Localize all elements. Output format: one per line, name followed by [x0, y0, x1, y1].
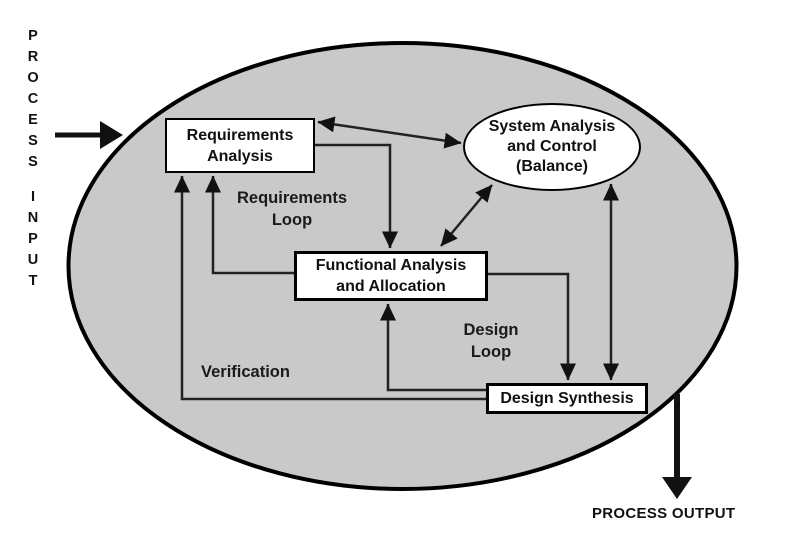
arrow-system-functional-bidirectional: [440, 184, 493, 247]
label-requirements-loop-line1: Requirements: [236, 189, 348, 207]
process-input-letter: S: [28, 154, 38, 170]
process-input-letter: C: [27, 91, 39, 107]
process-input-letter: P: [28, 28, 38, 44]
label-design-loop-line1: Design: [463, 321, 519, 339]
node-system-analysis-control-line2: and Control: [507, 138, 597, 155]
node-functional-analysis-allocation: Functional Analysis and Allocation: [294, 251, 488, 301]
label-design-loop-line2: Loop: [470, 343, 512, 361]
process-input-label: P R O C E S S I N P U T: [22, 26, 44, 292]
label-verification: Verification: [201, 363, 290, 381]
process-input-letter: P: [28, 231, 38, 247]
process-input-letter: U: [27, 252, 39, 268]
process-output-arrowhead-icon: [662, 477, 692, 499]
arrow-verification: [174, 175, 488, 401]
process-input-letter: O: [27, 70, 39, 86]
process-input-letter: I: [30, 189, 36, 205]
label-design-loop: Design Loop: [431, 319, 551, 363]
node-functional-analysis-line1: Functional Analysis: [315, 257, 467, 274]
arrow-design-loop-forward: [486, 272, 576, 381]
arrow-requirements-system-bidirectional: [317, 116, 462, 149]
node-design-synthesis-label: Design Synthesis: [500, 390, 634, 407]
node-system-analysis-control-line3: (Balance): [515, 158, 589, 175]
process-output-label: PROCESS OUTPUT: [592, 505, 736, 522]
node-requirements-analysis: Requirements Analysis: [165, 118, 315, 173]
node-system-analysis-control: System Analysis and Control (Balance): [463, 103, 641, 191]
process-input-letter: S: [28, 133, 38, 149]
node-functional-analysis-line2: and Allocation: [336, 278, 446, 295]
process-input-letter: N: [27, 210, 39, 226]
node-design-synthesis: Design Synthesis: [486, 383, 648, 414]
arrow-design-loop-return: [380, 303, 488, 392]
process-input-letter: T: [28, 273, 38, 289]
arrow-requirements-loop-return: [205, 175, 296, 275]
process-input-letter: E: [28, 112, 38, 128]
node-requirements-analysis-line2: Analysis: [207, 147, 273, 165]
label-requirements-loop-line2: Loop: [271, 211, 313, 229]
process-input-arrowhead-icon: [100, 121, 123, 149]
node-system-analysis-control-line1: System Analysis: [488, 118, 616, 135]
node-requirements-analysis-line1: Requirements: [186, 126, 294, 144]
process-input-letter: R: [27, 49, 39, 65]
label-requirements-loop: Requirements Loop: [211, 187, 373, 231]
